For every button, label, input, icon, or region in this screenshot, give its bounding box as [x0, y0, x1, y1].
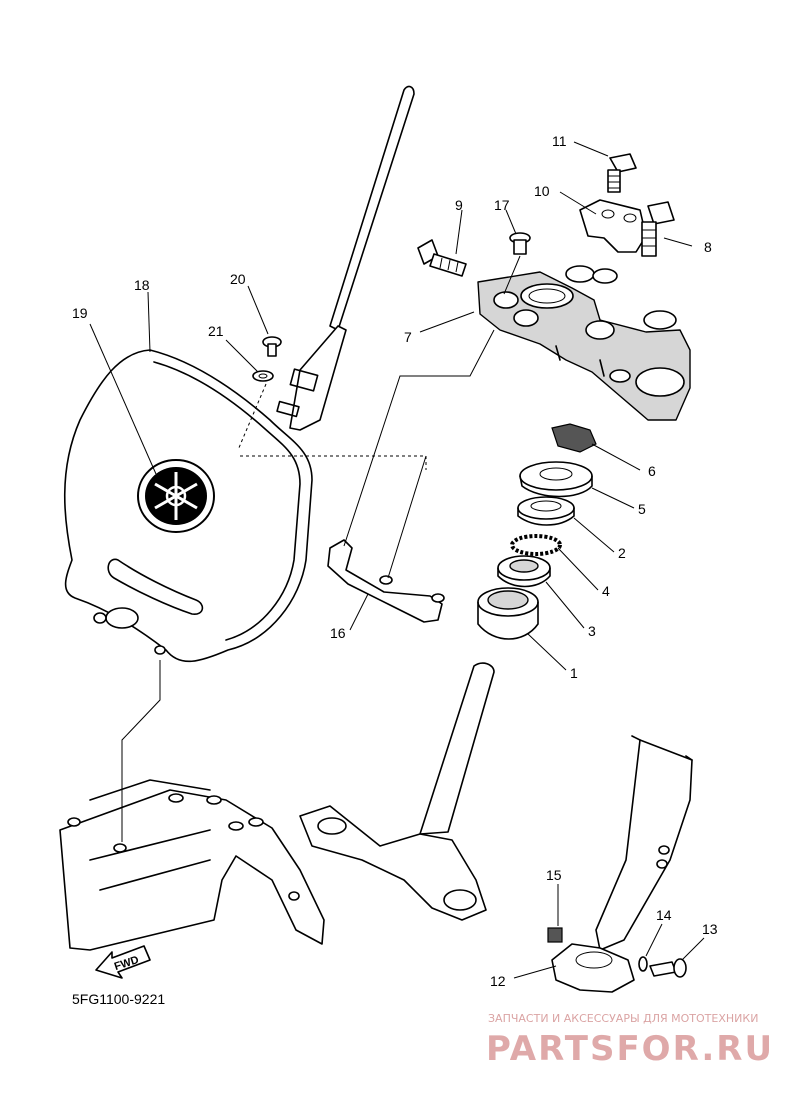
callout-11: 11 — [552, 133, 567, 149]
callout-leaders — [89, 141, 705, 979]
yamaha-emblem-logo — [137, 459, 215, 533]
callout-1: 1 — [570, 665, 578, 681]
callout-19: 19 — [72, 305, 88, 321]
callout-21: 21 — [208, 323, 224, 339]
bolt-9 — [417, 239, 467, 277]
callout-9: 9 — [455, 197, 463, 213]
callout-15: 15 — [546, 867, 562, 883]
bearing-race-2 — [517, 496, 575, 526]
callout-14: 14 — [656, 907, 672, 923]
callout-5: 5 — [638, 501, 646, 517]
callout-13: 13 — [702, 921, 718, 937]
callout-2: 2 — [618, 545, 626, 561]
callout-12: 12 — [490, 973, 506, 989]
fork-tube — [595, 735, 693, 951]
callout-10: 10 — [534, 183, 550, 199]
under-bracket — [299, 662, 495, 921]
nut-6 — [551, 423, 597, 453]
watermark-site: PARTSFOR.RU — [486, 1029, 774, 1069]
callout-20: 20 — [230, 271, 246, 287]
bolt-17 — [509, 232, 531, 255]
callout-6: 6 — [648, 463, 656, 479]
cable-guide-12 — [551, 943, 635, 993]
callout-4: 4 — [602, 583, 610, 599]
bolt-11 — [607, 153, 637, 193]
callout-3: 3 — [588, 623, 596, 639]
front-number-plate — [63, 85, 415, 663]
callout-7: 7 — [404, 329, 412, 345]
forward-direction-arrow-icon: FWD — [95, 945, 151, 979]
ball-bearing-4 — [510, 534, 562, 556]
bolt-8 — [641, 201, 675, 257]
front-fender — [59, 779, 325, 951]
callout-18: 18 — [134, 277, 150, 293]
screw-20 — [262, 336, 282, 357]
diagram-part-code: 5FG1100-9221 — [72, 991, 165, 1007]
nut-15 — [547, 927, 563, 943]
upper-bracket-7 — [477, 199, 691, 421]
watermark-subtitle: ЗАПЧАСТИ И АКСЕССУАРЫ ДЛЯ МОТОТЕХНИКИ — [488, 1012, 758, 1025]
callout-16: 16 — [330, 625, 346, 641]
partsfor-watermark-logo: ЗАПЧАСТИ И АКСЕССУАРЫ ДЛЯ МОТОТЕХНИКИ PA… — [486, 1012, 774, 1069]
bracket-16 — [327, 539, 445, 623]
callout-17: 17 — [494, 197, 510, 213]
washer-5 — [519, 461, 593, 498]
callout-8: 8 — [704, 239, 712, 255]
seal-1 — [477, 587, 539, 640]
bolt-13 — [649, 958, 687, 978]
washer-14 — [638, 956, 648, 972]
callout-labels: 11 10 8 9 17 7 6 5 2 4 3 1 16 18 19 20 2… — [72, 133, 718, 989]
washer-21 — [252, 370, 274, 382]
bearing-race-3 — [497, 555, 551, 588]
